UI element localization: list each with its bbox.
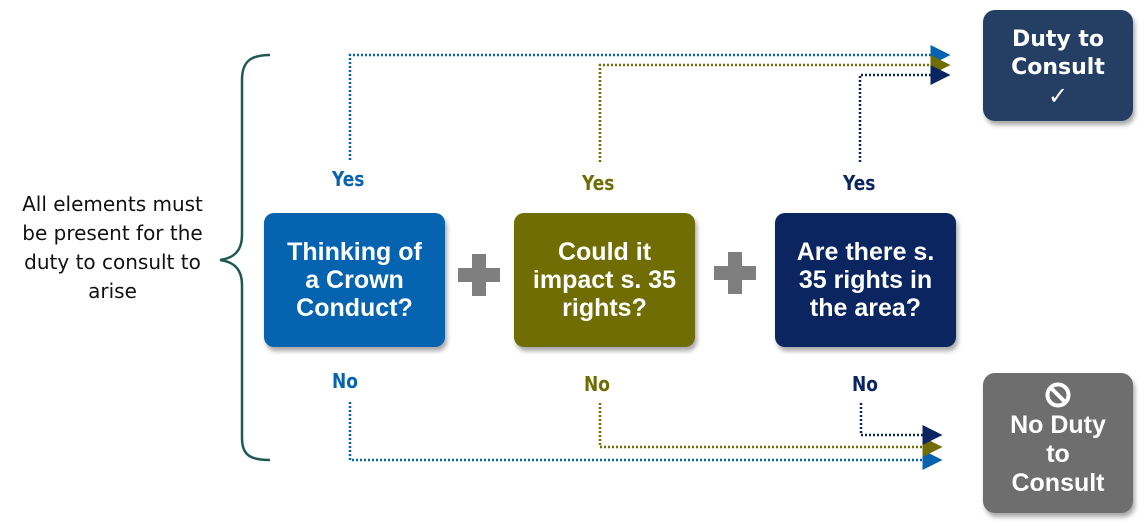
- plus-icon: [458, 254, 500, 296]
- step-rights-in-area-text: Are there s. 35 rights in the area?: [796, 238, 935, 322]
- prohibited-icon: [1045, 382, 1071, 408]
- yes-path-step1: [348, 45, 951, 160]
- no-label-step2: No: [584, 372, 610, 396]
- yes-label-step3: Yes: [843, 171, 876, 195]
- duty-to-consult-title: Duty to Consult: [1011, 27, 1105, 80]
- no-label-step3: No: [852, 372, 878, 396]
- checkmark-icon: ✓: [1047, 82, 1069, 110]
- step-impact-rights-text: Could it impact s. 35 rights?: [532, 238, 677, 322]
- no-duty-to-consult-title: No Duty to Consult: [1010, 411, 1106, 497]
- step-impact-rights: Could it impact s. 35 rights?: [514, 213, 695, 347]
- no-path-step3: [859, 403, 943, 445]
- yes-label-step2: Yes: [582, 171, 615, 195]
- no-duty-to-consult-outcome: No Duty to Consult: [983, 373, 1133, 513]
- yes-path-step2: [598, 55, 951, 162]
- duty-to-consult-outcome: Duty to Consult ✓: [983, 10, 1133, 121]
- yes-path-step3: [858, 65, 951, 162]
- yes-label-step1: Yes: [332, 167, 365, 191]
- side-note: All elements must be present for the dut…: [22, 192, 203, 303]
- plus-icon: [714, 252, 756, 294]
- step-rights-in-area: Are there s. 35 rights in the area?: [775, 213, 956, 347]
- step-crown-conduct: Thinking of a Crown Conduct?: [264, 213, 445, 347]
- bracket: [219, 53, 271, 462]
- step-crown-conduct-text: Thinking of a Crown Conduct?: [287, 238, 422, 322]
- no-label-step1: No: [332, 369, 358, 393]
- no-path-step2: [598, 403, 943, 457]
- no-path-step1: [348, 402, 943, 470]
